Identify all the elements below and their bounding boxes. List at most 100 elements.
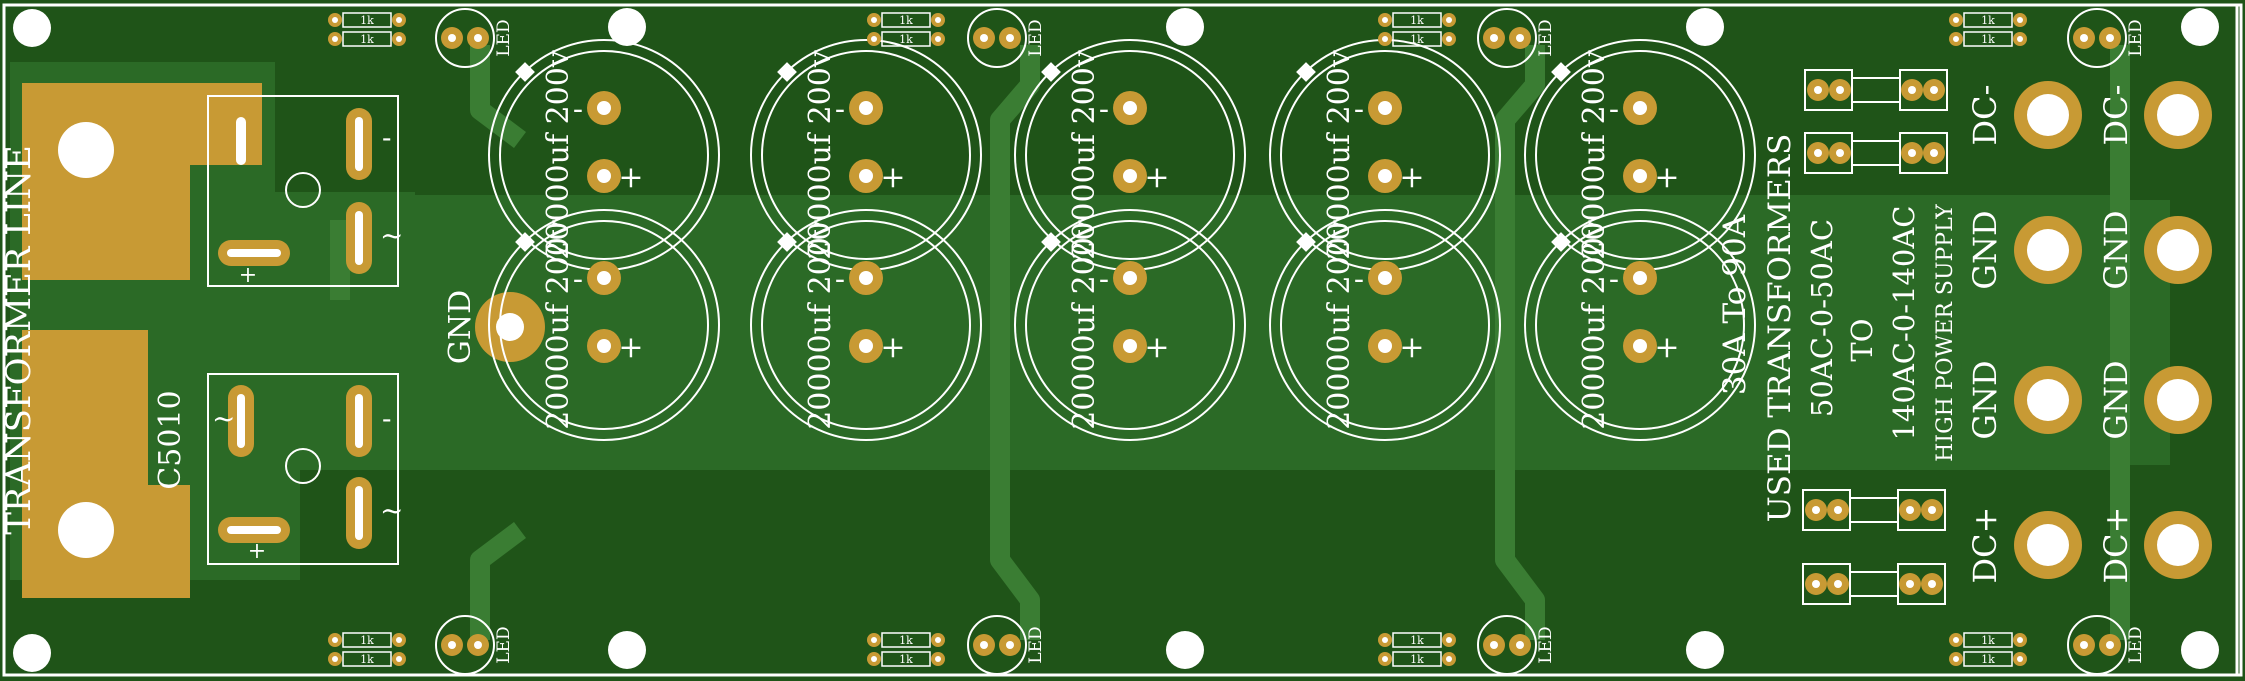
capacitor: 20000uf 200v-+ [1014, 39, 1246, 271]
pad-drill [1953, 656, 1959, 662]
pad-drill [1378, 271, 1392, 285]
bridge-part-label: C5010 [153, 390, 188, 489]
led: LED [967, 8, 1046, 68]
capacitor-pos-label: + [618, 160, 643, 195]
pad-drill [2017, 656, 2023, 662]
jumper-pin-drill [1928, 580, 1936, 588]
terminal-drill [2157, 94, 2199, 136]
capacitor-inner-outline [1025, 220, 1235, 430]
capacitor-neg-label: - [835, 262, 845, 297]
jumper-outline [1897, 489, 1946, 531]
led-label: LED [494, 19, 514, 56]
pad-drill [1490, 34, 1498, 42]
resistor: 1k [328, 12, 406, 28]
mounting-hole [2181, 631, 2219, 669]
led: LED [435, 615, 514, 675]
jumper-outline [1804, 132, 1853, 174]
capacitor-pos-label: + [1144, 330, 1169, 365]
resistor-value: 1k [1981, 634, 1995, 647]
terminal-label: DC+ [2097, 507, 2135, 584]
pad-drill [1953, 637, 1959, 643]
capacitor-inner-outline [1535, 50, 1745, 260]
capacitor-inner-outline [1280, 220, 1490, 430]
bridge-pin-drill [227, 526, 281, 534]
pad-drill [1123, 271, 1137, 285]
capacitor-pos-label: + [880, 330, 905, 365]
bridge-pin-drill [355, 117, 363, 171]
bridge-pin-drill [355, 211, 363, 265]
pad-drill [332, 36, 338, 42]
capacitor-neg-label: - [1099, 262, 1109, 297]
led-label: LED [1536, 19, 1556, 56]
capacitor-inner-outline [761, 50, 971, 260]
transformer-line-label: TRANSFORMER LINE [0, 145, 39, 535]
capacitor-neg-label: - [1099, 92, 1109, 127]
pad-drill [396, 637, 402, 643]
terminal-label: GND [1966, 360, 2004, 439]
pad-drill [448, 34, 456, 42]
polarity-marker [1296, 232, 1316, 252]
resistor-outline [342, 12, 392, 28]
resistor: 1k [867, 651, 945, 667]
capacitor-outline [1014, 209, 1246, 441]
output-terminal: DC- [2097, 81, 2212, 149]
pad-drill [2017, 637, 2023, 643]
jumper-pin-drill [1812, 580, 1820, 588]
capacitor-pos-label: + [1654, 330, 1679, 365]
resistor-outline [881, 31, 931, 47]
pad-drill [1953, 17, 1959, 23]
resistor: 1k [867, 31, 945, 47]
led-outline [2067, 8, 2127, 68]
jumper-pin-drill [1928, 506, 1936, 514]
output-terminal: GND [1966, 360, 2082, 440]
pad-drill [1006, 34, 1014, 42]
resistor-value: 1k [1981, 14, 1995, 27]
jumper-outline [1899, 69, 1948, 111]
range-to-label: 140AC-0-140AC [1887, 205, 1921, 440]
led-outline [435, 615, 495, 675]
capacitor-inner-outline [1025, 50, 1235, 260]
polarity-marker [1041, 62, 1061, 82]
mounting-hole [1166, 631, 1204, 669]
board-outline [2, 3, 2243, 677]
terminal-drill [2157, 379, 2199, 421]
pad-drill [474, 34, 482, 42]
pad-drill [2080, 34, 2088, 42]
terminal-label: DC- [1966, 85, 2004, 146]
resistor-value: 1k [899, 634, 913, 647]
resistor: 1k [867, 12, 945, 28]
terminal-drill [2027, 229, 2069, 271]
capacitor-inner-outline [1535, 220, 1745, 430]
jumper-header [1804, 132, 1948, 174]
led: LED [2067, 615, 2146, 675]
pad-drill [1378, 169, 1392, 183]
resistor-value: 1k [1410, 33, 1424, 46]
mounting-hole [2181, 8, 2219, 46]
jumper-outline [1802, 489, 1851, 531]
jumper-pin-drill [1906, 506, 1914, 514]
capacitor-pos-label: + [1399, 330, 1424, 365]
pad-drill [2106, 641, 2114, 649]
capacitor-neg-label: - [1609, 262, 1619, 297]
pad-drill [597, 169, 611, 183]
pad-drill [1633, 271, 1647, 285]
capacitor: 20000uf 200v-+ [1524, 39, 1756, 271]
pad-drill [2080, 641, 2088, 649]
terminal-label: DC- [2097, 85, 2135, 146]
resistor-value: 1k [1981, 653, 1995, 666]
pad-drill [1446, 17, 1452, 23]
bridge-outline [207, 373, 399, 565]
bridge-ac-label: ~ [380, 494, 403, 527]
resistor-outline [1963, 12, 2013, 28]
resistor-value: 1k [899, 653, 913, 666]
pad-drill [2017, 17, 2023, 23]
mounting-hole [1686, 8, 1724, 46]
jumper-pin-drill [1814, 86, 1822, 94]
pad-drill [859, 271, 873, 285]
led-label: LED [1026, 626, 1046, 663]
gnd-pad: GND [443, 290, 545, 364]
pad-drill [1006, 641, 1014, 649]
pad-drill [396, 656, 402, 662]
gnd-pad-drill [496, 313, 524, 341]
